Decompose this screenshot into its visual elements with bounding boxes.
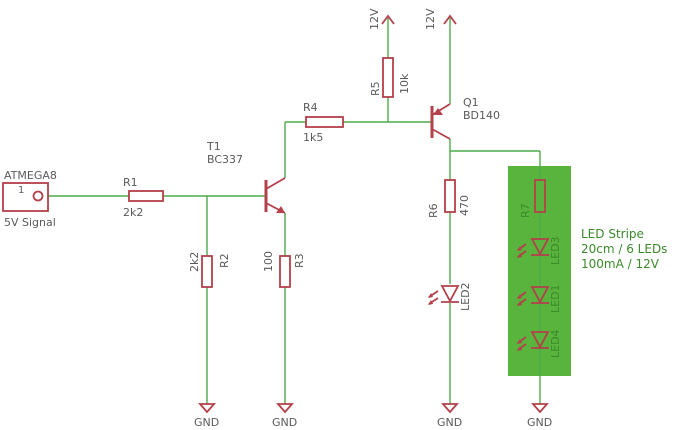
ground-stripe: GND: [527, 403, 552, 429]
gnd-label-led2: GND: [437, 416, 462, 429]
r2-value: 2k2: [188, 252, 201, 272]
connector-pin: 1: [18, 185, 24, 196]
resistor-r4: R4 1k5: [303, 101, 344, 144]
transistor-q1: Q1 BD140: [430, 96, 500, 140]
connector-name: ATMEGA8: [4, 169, 57, 182]
resistor-r2: R2 2k2: [188, 252, 231, 288]
q1-value: BD140: [463, 109, 500, 122]
led1-label: LED1: [549, 284, 562, 313]
q1-name: Q1: [463, 96, 479, 109]
wires: [48, 18, 541, 404]
led4: LED4: [517, 329, 562, 358]
supply-label-right: 12V: [424, 8, 437, 30]
r2-name: R2: [218, 253, 231, 268]
r3-value: 100: [262, 251, 275, 272]
led3: LED3: [517, 236, 562, 265]
r6-value: 470: [458, 195, 471, 216]
gnd-label-r2: GND: [194, 416, 219, 429]
r3-name: R3: [293, 253, 306, 268]
led3-label: LED3: [549, 236, 562, 265]
resistor-r5: R5 10k: [369, 57, 411, 98]
ground-led2: GND: [437, 403, 462, 429]
supply-12v-right: 12V: [424, 8, 457, 30]
r5-value: 10k: [398, 73, 411, 94]
r6-name: R6: [427, 203, 440, 218]
resistor-r7: R7: [519, 179, 546, 218]
stripe-line3: 100mA / 12V: [581, 257, 660, 271]
r4-value: 1k5: [303, 131, 323, 144]
resistor-r1: R1 2k2: [123, 176, 164, 219]
gnd-label-r3: GND: [272, 416, 297, 429]
transistor-t1: T1 BC337: [206, 140, 286, 214]
r7-name: R7: [519, 203, 532, 218]
stripe-line1: LED Stripe: [581, 227, 644, 241]
led-stripe-label: LED Stripe 20cm / 6 LEDs 100mA / 12V: [581, 227, 667, 271]
resistor-r6: R6 470: [427, 179, 471, 218]
led2-label: LED2: [459, 282, 472, 311]
r4-name: R4: [303, 101, 318, 114]
led1: LED1: [517, 284, 562, 313]
supply-12v-left: 12V: [368, 8, 395, 30]
r5-name: R5: [369, 81, 382, 96]
r1-name: R1: [123, 176, 138, 189]
connector-signal: 5V Signal: [4, 216, 56, 229]
stripe-line2: 20cm / 6 LEDs: [581, 242, 667, 256]
r1-value: 2k2: [123, 206, 143, 219]
atmega8-connector: ATMEGA8 1 5V Signal: [2, 169, 57, 229]
gnd-label-stripe: GND: [527, 416, 552, 429]
supply-label-left: 12V: [368, 8, 381, 30]
t1-name: T1: [206, 140, 221, 153]
led2: LED2: [428, 282, 472, 311]
ground-r3: GND: [272, 403, 297, 429]
ground-r2: GND: [194, 403, 219, 429]
t1-value: BC337: [207, 153, 243, 166]
resistor-r3: R3 100: [262, 251, 306, 288]
led4-label: LED4: [549, 329, 562, 358]
